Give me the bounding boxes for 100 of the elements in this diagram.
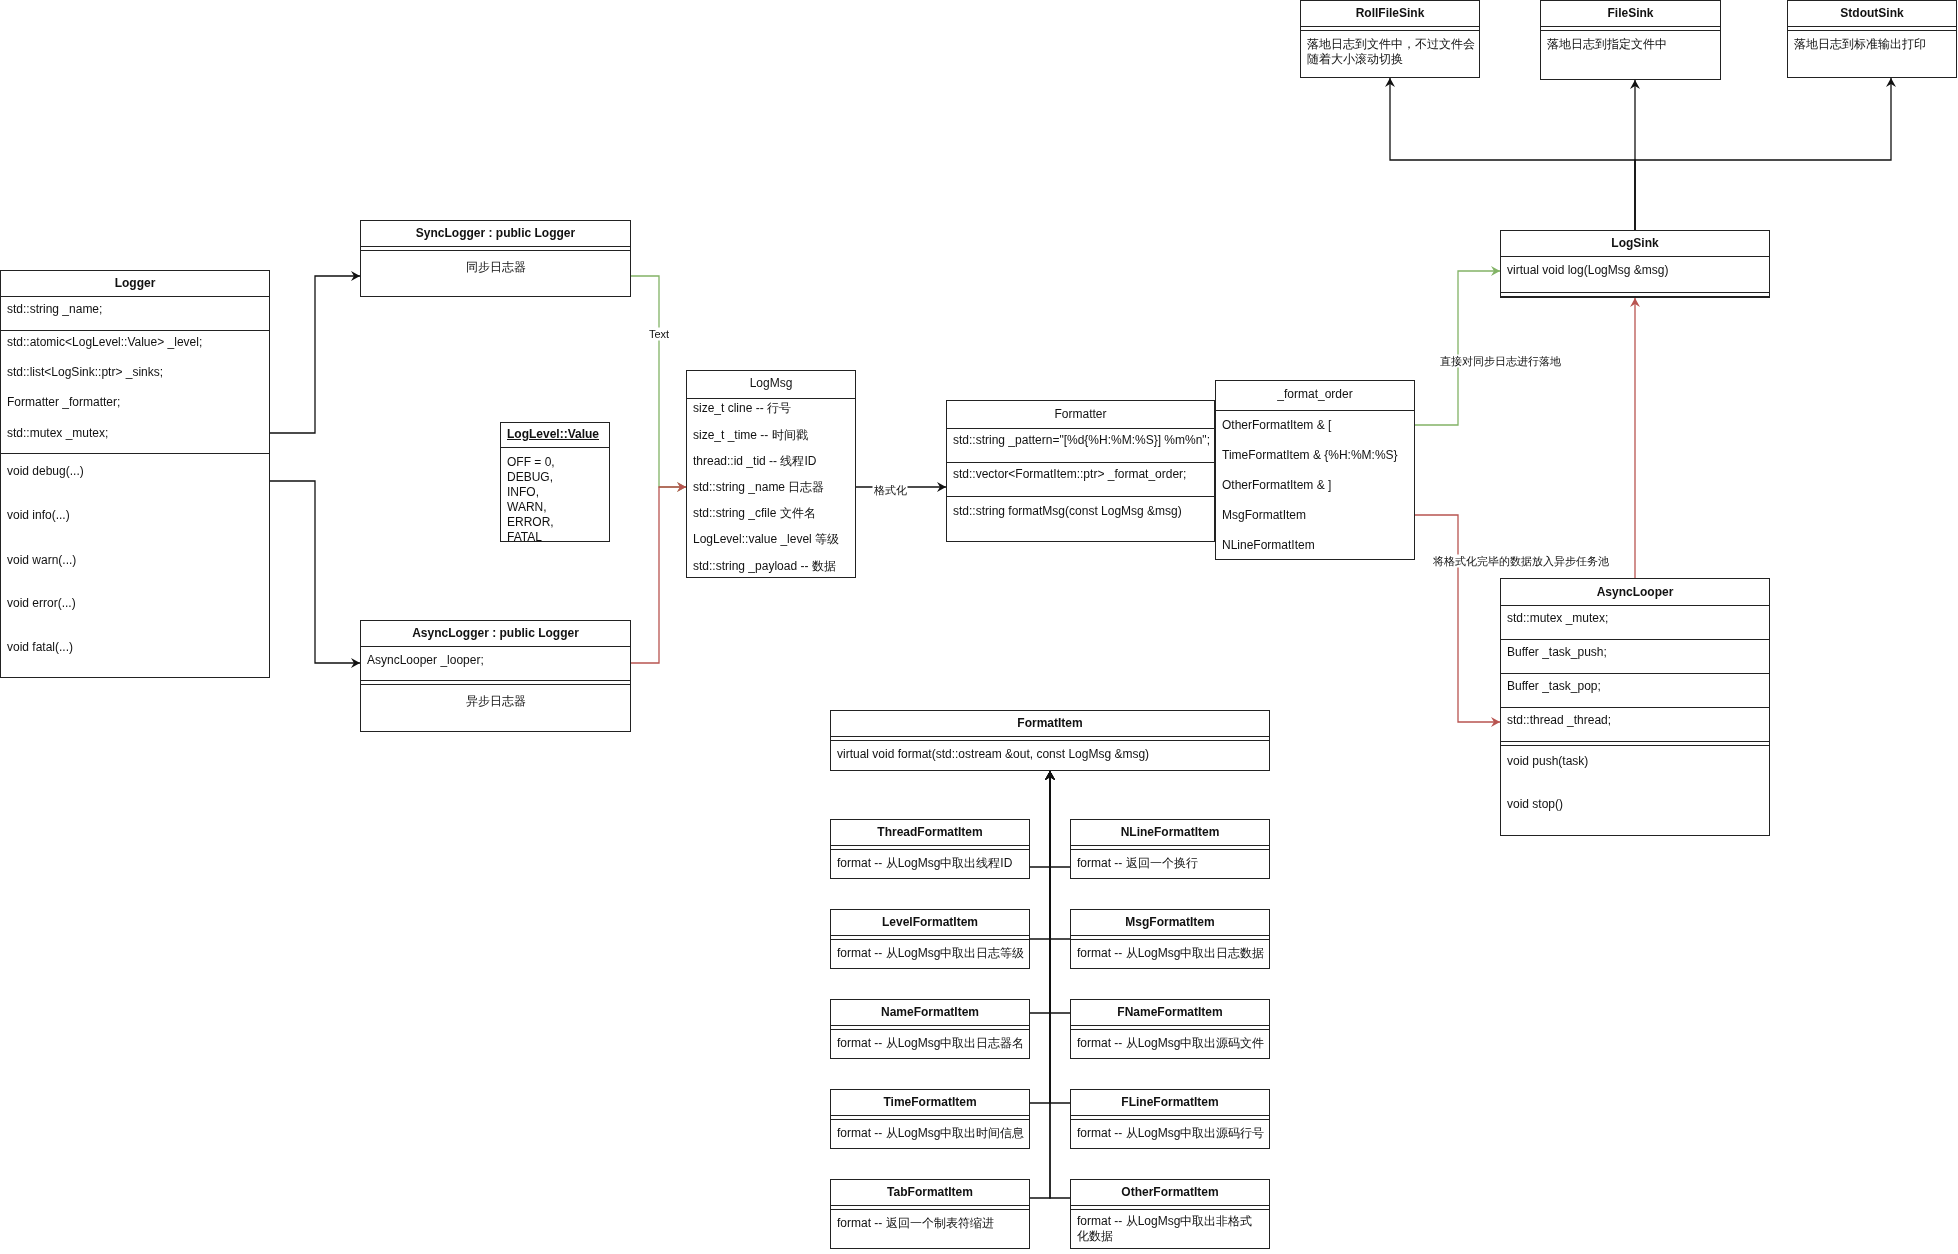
member-text: std::mutex _mutex; — [1507, 611, 1609, 626]
class-box — [686, 370, 856, 578]
member-text: std::mutex _mutex; — [7, 426, 109, 441]
member-text: virtual void format(std::ostream &out, const LogMsg &msg) — [837, 747, 1150, 762]
class-box — [1215, 380, 1415, 560]
member-text: std::list<LogSink::ptr> _sinks; — [7, 365, 164, 380]
class-box — [1070, 1179, 1270, 1249]
class-box — [1300, 0, 1480, 78]
class-name: AsyncLogger : public Logger — [412, 626, 579, 641]
class-box — [360, 220, 631, 297]
member-text: std::string _cfile 文件名 — [693, 506, 816, 521]
class-box — [1500, 578, 1770, 836]
member-text: format -- 从LogMsg中取出线程ID — [837, 856, 1013, 871]
member-text: format -- 从LogMsg中取出非格式化数据 — [1077, 1214, 1254, 1244]
member-text: std::thread _thread; — [1507, 713, 1612, 728]
class-box — [946, 400, 1215, 542]
member-text: 落地日志到标准输出打印 — [1794, 37, 1927, 52]
edge-label: 直接对同步日志进行落地 — [1438, 354, 1562, 368]
class-box — [500, 422, 610, 542]
class-name: Formatter — [1054, 407, 1107, 422]
class-box — [1787, 0, 1957, 78]
class-name: ThreadFormatItem — [877, 825, 983, 840]
member-text: format -- 从LogMsg中取出日志等级 — [837, 946, 1025, 961]
member-text: std::string _pattern="[%d{%H:%M:%S}] %m%n"; — [953, 433, 1210, 448]
class-name: TimeFormatItem — [883, 1095, 977, 1110]
member-text: OtherFormatItem & ] — [1222, 478, 1332, 493]
arrow — [1414, 266, 1501, 426]
member-text: Buffer _task_pop; — [1507, 679, 1601, 694]
class-name: FileSink — [1607, 6, 1654, 21]
class-name: TabFormatItem — [887, 1185, 973, 1200]
class-box — [1540, 0, 1721, 80]
class-name: LogLevel::Value — [507, 427, 600, 442]
member-text: 同步日志器 — [465, 260, 526, 275]
class-box — [830, 710, 1270, 771]
member-text: std::string _name 日志器 — [693, 480, 825, 495]
arrow — [1634, 77, 1896, 231]
member-text: 落地日志到指定文件中 — [1547, 37, 1668, 52]
member-text: std::string _payload -- 数据 — [693, 559, 836, 574]
member-text: void warn(...) — [7, 553, 77, 568]
member-text: AsyncLooper _looper; — [367, 653, 484, 668]
class-box — [1070, 1089, 1270, 1149]
class-name: LogSink — [1611, 236, 1659, 251]
class-name: FormatItem — [1017, 716, 1083, 731]
member-text: std::vector<FormatItem::ptr> _format_order; — [953, 467, 1187, 482]
member-text: size_t cline -- 行号 — [693, 401, 792, 416]
member-text: std::atomic<LogLevel::Value> _level; — [7, 335, 203, 350]
arrow — [1630, 297, 1640, 579]
member-text: std::string formatMsg(const LogMsg &msg) — [953, 504, 1182, 519]
class-box — [830, 1179, 1030, 1249]
class-name: LogMsg — [749, 376, 793, 391]
member-text: size_t _time -- 时间戳 — [693, 428, 808, 443]
member-text: TimeFormatItem & {%H:%M:%S} — [1222, 448, 1398, 463]
member-text: Formatter _formatter; — [7, 395, 121, 410]
class-name: RollFileSink — [1355, 6, 1425, 21]
member-text: void push(task) — [1507, 754, 1589, 769]
edge-label: Text — [647, 327, 671, 341]
member-text: std::string _name; — [7, 302, 103, 317]
arrow — [630, 482, 687, 664]
member-text: void error(...) — [7, 596, 76, 611]
member-text: NLineFormatItem — [1222, 538, 1315, 553]
class-name: NameFormatItem — [881, 1005, 979, 1020]
member-text: OtherFormatItem & [ — [1222, 418, 1332, 433]
class-name: FLineFormatItem — [1121, 1095, 1219, 1110]
edge-label: 格式化 — [872, 483, 908, 497]
member-text: format -- 从LogMsg中取出日志器名 — [837, 1036, 1025, 1051]
member-text: virtual void log(LogMsg &msg) — [1507, 263, 1669, 278]
member-text: format -- 返回一个换行 — [1077, 856, 1198, 871]
class-name: StdoutSink — [1840, 6, 1904, 21]
class-name: SyncLogger : public Logger — [415, 226, 576, 241]
class-name: MsgFormatItem — [1125, 915, 1215, 930]
class-box — [830, 909, 1030, 969]
class-name: _format_order — [1277, 387, 1353, 402]
edge-label: 将格式化完毕的数据放入异步任务池 — [1432, 554, 1610, 568]
member-text: Buffer _task_push; — [1507, 645, 1607, 660]
member-text: 落地日志到文件中，不过文件会随着大小滚动切换 — [1307, 37, 1475, 67]
member-text: format -- 从LogMsg中取出日志数据 — [1077, 946, 1265, 961]
member-text: format -- 从LogMsg中取出时间信息 — [837, 1126, 1025, 1141]
class-box — [1500, 230, 1770, 298]
member-text: LogLevel::value _level 等级 — [693, 532, 840, 547]
class-box — [1070, 999, 1270, 1059]
class-box — [1070, 819, 1270, 879]
member-text: MsgFormatItem — [1222, 508, 1306, 523]
member-text: void debug(...) — [7, 464, 84, 479]
class-box — [360, 620, 631, 732]
class-name: OtherFormatItem — [1121, 1185, 1219, 1200]
member-text: format -- 从LogMsg中取出源码行号 — [1077, 1126, 1265, 1141]
member-text: void info(...) — [7, 508, 70, 523]
class-name: AsyncLooper — [1596, 585, 1674, 600]
class-name: LevelFormatItem — [882, 915, 978, 930]
member-text: format -- 从LogMsg中取出源码文件 — [1077, 1036, 1265, 1051]
member-text: 异步日志器 — [465, 694, 526, 709]
member-text: OFF = 0, DEBUG, INFO, WARN, ERROR, FATAL — [507, 455, 556, 545]
class-box — [830, 999, 1030, 1059]
class-box — [830, 819, 1030, 879]
member-text: void stop() — [1507, 797, 1564, 812]
member-text: thread::id _tid -- 线程ID — [693, 454, 817, 469]
member-text: void fatal(...) — [7, 640, 74, 655]
class-name: FNameFormatItem — [1117, 1005, 1223, 1020]
member-text: format -- 返回一个制表符缩进 — [837, 1216, 994, 1231]
class-name: Logger — [114, 276, 156, 291]
